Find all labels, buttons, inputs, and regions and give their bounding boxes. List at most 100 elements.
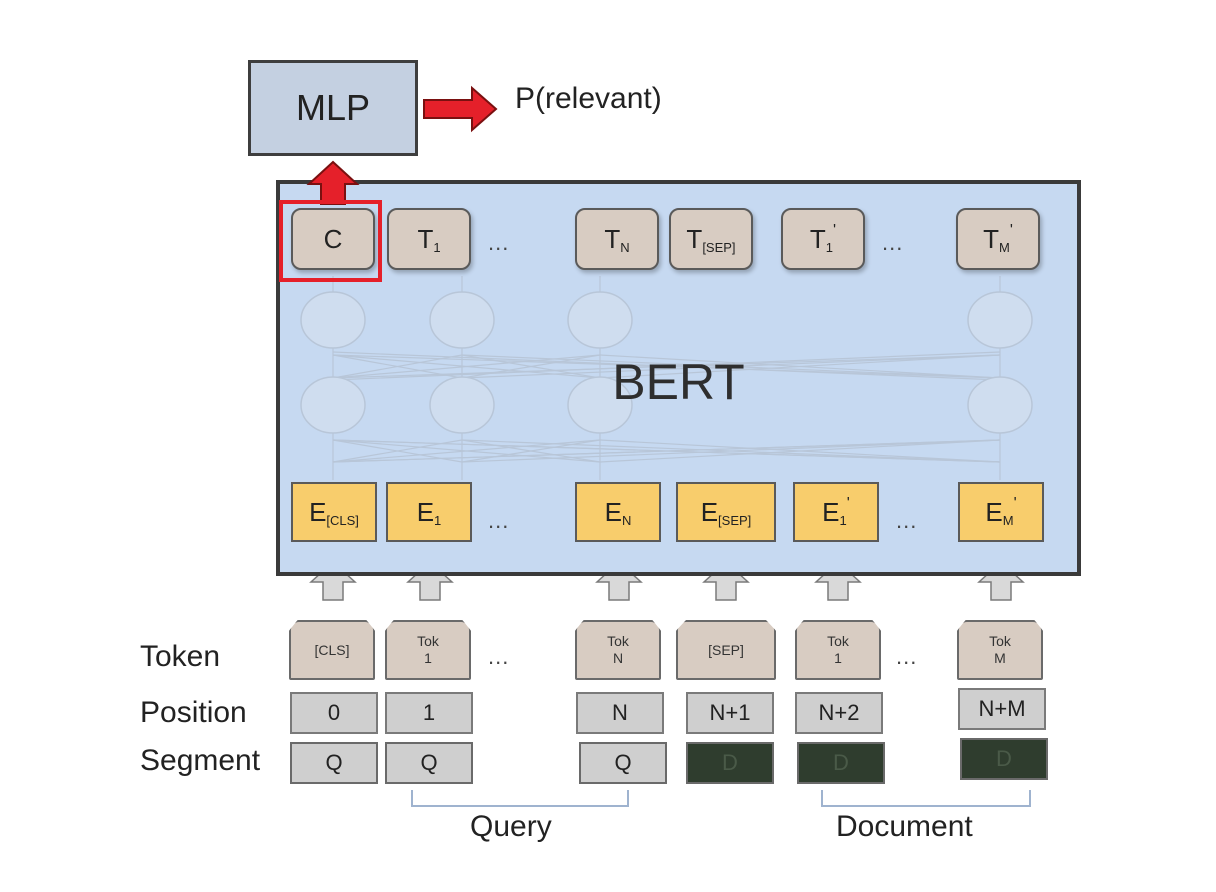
row-label-position: Position [140,696,247,729]
position-2: N [576,692,664,734]
output_token-sup: ' [833,222,837,239]
segment-2: Q [579,742,667,784]
output_token-sub: M [998,239,1010,255]
mlp-label: MLP [295,87,371,128]
output_token-sub: 1 [433,239,441,255]
embedding-main: E [604,496,622,527]
network-edge [332,351,1001,381]
input-up-arrow [406,560,454,601]
output_token-main: C [323,223,343,254]
embedding-main: E [416,496,435,527]
input-token-line2: N [612,650,624,666]
bert-label: BERT [612,354,745,410]
input-up-arrow [309,560,357,601]
output-arrow [423,85,498,133]
input-token-line1: Tok [827,633,849,649]
position-0: 0 [290,692,378,734]
embedding-main: E [822,496,840,527]
network-node [300,291,366,349]
output_token-sup: ' [1009,222,1013,239]
segment-0: Q [290,742,378,784]
output_token-main: T [809,223,826,254]
embedding-sub: M [1002,512,1014,528]
output-token-3: T[SEP] [669,208,753,270]
input-token-line2: M [994,650,1006,666]
row-label-segment: Segment [140,744,261,777]
group-label-query: Query [470,810,552,843]
embedding-sub: N [621,512,632,528]
ellipsis-embedding-1: ... [488,508,510,533]
network-node [967,376,1033,434]
output-token-0: C [291,208,375,270]
row-label-token: Token [140,640,221,673]
network-edge [332,354,601,379]
output_token-sub: N [620,239,630,255]
embedding-sup: ' [1013,495,1017,512]
network-edge [461,439,1001,463]
input-token-line1: Tok [607,633,629,649]
network-edge [461,354,1001,379]
input-token-line2: 1 [424,650,432,666]
segment-5: D [960,738,1048,780]
position-4: N+2 [795,692,883,734]
embedding-main: E [309,496,327,527]
input-token-line1: [SEP] [708,641,744,658]
query-bracket [411,790,629,807]
ellipsis-output-1: ... [488,230,510,255]
network-edge [599,354,1001,379]
document-bracket [821,790,1031,807]
segment-4: D [797,742,885,784]
output_token-main: T [686,223,703,254]
network-node [967,291,1033,349]
output_token-main: T [983,223,999,254]
output_token-main: T [604,223,621,254]
network-edge [332,439,1001,463]
input-token-line1: Tok [417,633,439,649]
group-label-document: Document [836,810,973,843]
embedding-sub: [SEP] [718,512,752,528]
network-edge [332,439,601,463]
position-1: 1 [385,692,473,734]
input-up-arrow [977,560,1025,601]
input-token-line1: [CLS] [314,641,350,658]
embedding-sub: 1 [434,512,442,528]
input-token-line2: 1 [834,650,842,666]
input-token-0: [CLS] [289,620,375,680]
mlp-box: MLP [248,60,418,156]
segment-1: Q [385,742,473,784]
embedding-sub: 1 [839,512,847,528]
embedding-3: E[SEP] [676,482,776,542]
ellipsis-input-1: ... [488,644,510,669]
output_token-sub: [SEP] [702,239,736,255]
segment-3: D [686,742,774,784]
input-token-3: [SEP] [676,620,776,680]
embedding-main: E [700,496,719,527]
input-up-arrow [595,560,643,601]
network-edge [332,354,463,379]
output_token-sub: 1 [825,239,834,255]
embedding-sub: [CLS] [326,512,359,528]
network-node [567,376,633,434]
cls-to-mlp-arrow [306,160,360,205]
embedding-0: E[CLS] [291,482,377,542]
network-edge [599,439,1001,463]
cls-highlight-box [279,200,382,282]
network-node [429,376,495,434]
network-node [429,291,495,349]
input-token-line1: Tok [989,633,1011,649]
input-up-arrow [814,560,862,601]
